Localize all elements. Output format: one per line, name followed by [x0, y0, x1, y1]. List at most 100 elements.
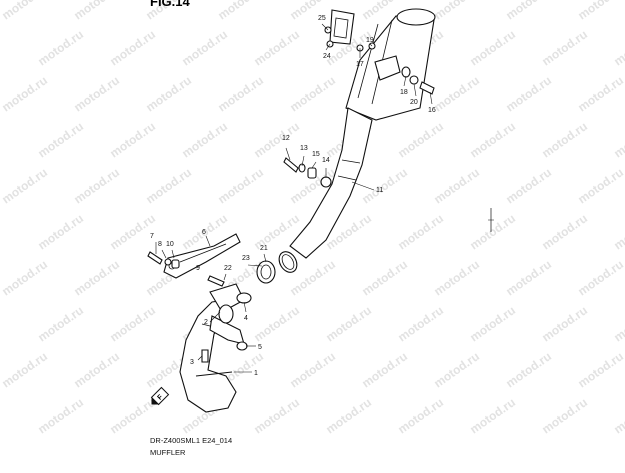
watermark-text: motod.ru	[575, 73, 625, 114]
watermark-text: motod.ru	[359, 165, 410, 206]
watermark-text: motod.ru	[539, 303, 590, 344]
callout-14: 14	[322, 157, 330, 164]
callout-3: 3	[190, 359, 194, 366]
heat-shield	[163, 233, 241, 279]
callout-13: 13	[300, 145, 308, 152]
watermark-text: motod.ru	[575, 349, 625, 390]
watermark-text: motod.ru	[431, 165, 482, 206]
callout-1: 1	[254, 370, 258, 377]
watermark-text: motod.ru	[143, 73, 194, 114]
watermark-text: motod.ru	[395, 395, 446, 436]
callout-23: 23	[242, 255, 250, 262]
watermark-text: motod.ru	[503, 73, 554, 114]
watermark-text: motod.ru	[107, 395, 158, 436]
diagram-title: MUFFLER	[150, 448, 186, 457]
watermark-text: motod.ru	[611, 119, 625, 160]
muffler-assembly	[289, 8, 436, 259]
watermark-text: motod.ru	[431, 349, 482, 390]
watermark-text: motod.ru	[431, 257, 482, 298]
watermark-text: motod.ru	[251, 395, 302, 436]
watermark-text: motod.ru	[467, 211, 518, 252]
fasteners	[147, 26, 435, 363]
watermark-text: motod.ru	[431, 73, 482, 114]
watermark-text: motod.ru	[395, 119, 446, 160]
callout-6: 6	[202, 229, 206, 236]
callout-25: 25	[318, 15, 326, 22]
watermark-text: motod.ru	[215, 165, 266, 206]
watermark-text: motod.ru	[467, 303, 518, 344]
watermark-text: motod.ru	[0, 73, 50, 114]
watermark-text: motod.ru	[0, 0, 50, 22]
watermark-text: motod.ru	[0, 165, 50, 206]
model-code: DR-Z400SML1 E24_014	[150, 436, 232, 445]
watermark-text: motod.ru	[575, 165, 625, 206]
watermark-text: motod.ru	[287, 73, 338, 114]
watermark-text: motod.ru	[467, 119, 518, 160]
callout-18: 18	[400, 89, 408, 96]
watermark-text: motod.ru	[35, 119, 86, 160]
watermark-text: motod.ru	[251, 119, 302, 160]
watermark-text: motod.ru	[323, 395, 374, 436]
watermark-text: motod.ru	[575, 0, 625, 22]
callout-8: 8	[158, 241, 162, 248]
front-direction-marker: F	[150, 386, 170, 406]
exhaust-pipe	[179, 283, 245, 413]
watermark-text: motod.ru	[215, 0, 266, 22]
front-marker-label: F	[156, 393, 164, 401]
callout-20: 20	[410, 99, 418, 106]
callout-17: 17	[356, 61, 364, 68]
watermark-text: motod.ru	[71, 73, 122, 114]
watermark-text: motod.ru	[611, 395, 625, 436]
watermark-text: motod.ru	[71, 0, 122, 22]
leader-lines	[155, 23, 433, 373]
callout-4: 4	[244, 315, 248, 322]
watermark-text: motod.ru	[35, 27, 86, 68]
watermark-text: motod.ru	[467, 27, 518, 68]
callout-2: 2	[204, 319, 208, 326]
callout-16: 16	[428, 107, 436, 114]
watermark-text: motod.ru	[575, 257, 625, 298]
watermark-text: motod.ru	[0, 349, 50, 390]
watermark-text: motod.ru	[611, 27, 625, 68]
watermark-text: motod.ru	[503, 257, 554, 298]
watermark-text: motod.ru	[395, 211, 446, 252]
callout-10: 10	[166, 241, 174, 248]
watermark-text: motod.ru	[359, 349, 410, 390]
callout-7: 7	[150, 233, 154, 240]
watermark-text: motod.ru	[503, 0, 554, 22]
callout-12: 12	[282, 135, 290, 142]
figure-label: FIG.14	[150, 0, 191, 9]
watermark-text: motod.ru	[215, 73, 266, 114]
watermark-text: motod.ru	[539, 119, 590, 160]
watermark-text: motod.ru	[323, 303, 374, 344]
watermark-text: motod.ru	[71, 165, 122, 206]
watermark-text: motod.ru	[107, 211, 158, 252]
watermark-text: motod.ru	[539, 395, 590, 436]
callout-11: 11	[376, 187, 383, 194]
watermark-text: motod.ru	[503, 165, 554, 206]
watermark-text: motod.ru	[35, 211, 86, 252]
callout-22: 22	[224, 265, 232, 272]
watermark-text: motod.ru	[179, 27, 230, 68]
watermark-text: motod.ru	[0, 257, 50, 298]
watermark-text: motod.ru	[107, 27, 158, 68]
callout-9: 9	[196, 265, 200, 272]
watermark-text: motod.ru	[467, 395, 518, 436]
watermark-text: motod.ru	[35, 303, 86, 344]
watermark-text: motod.ru	[251, 303, 302, 344]
watermark-text: motod.ru	[143, 165, 194, 206]
watermark-text: motod.ru	[287, 0, 338, 22]
joint-gaskets	[256, 251, 298, 284]
watermark-text: motod.ru	[287, 349, 338, 390]
watermark-text: motod.ru	[611, 211, 625, 252]
callout-21: 21	[260, 245, 268, 252]
callout-24: 24	[323, 53, 331, 60]
watermark-text: motod.ru	[107, 119, 158, 160]
watermark-text: motod.ru	[359, 257, 410, 298]
watermark-text: motod.ru	[539, 211, 590, 252]
watermark-text: motod.ru	[35, 395, 86, 436]
watermark-text: motod.ru	[251, 27, 302, 68]
callout-5: 5	[258, 344, 262, 351]
callout-19: 19	[366, 37, 374, 44]
